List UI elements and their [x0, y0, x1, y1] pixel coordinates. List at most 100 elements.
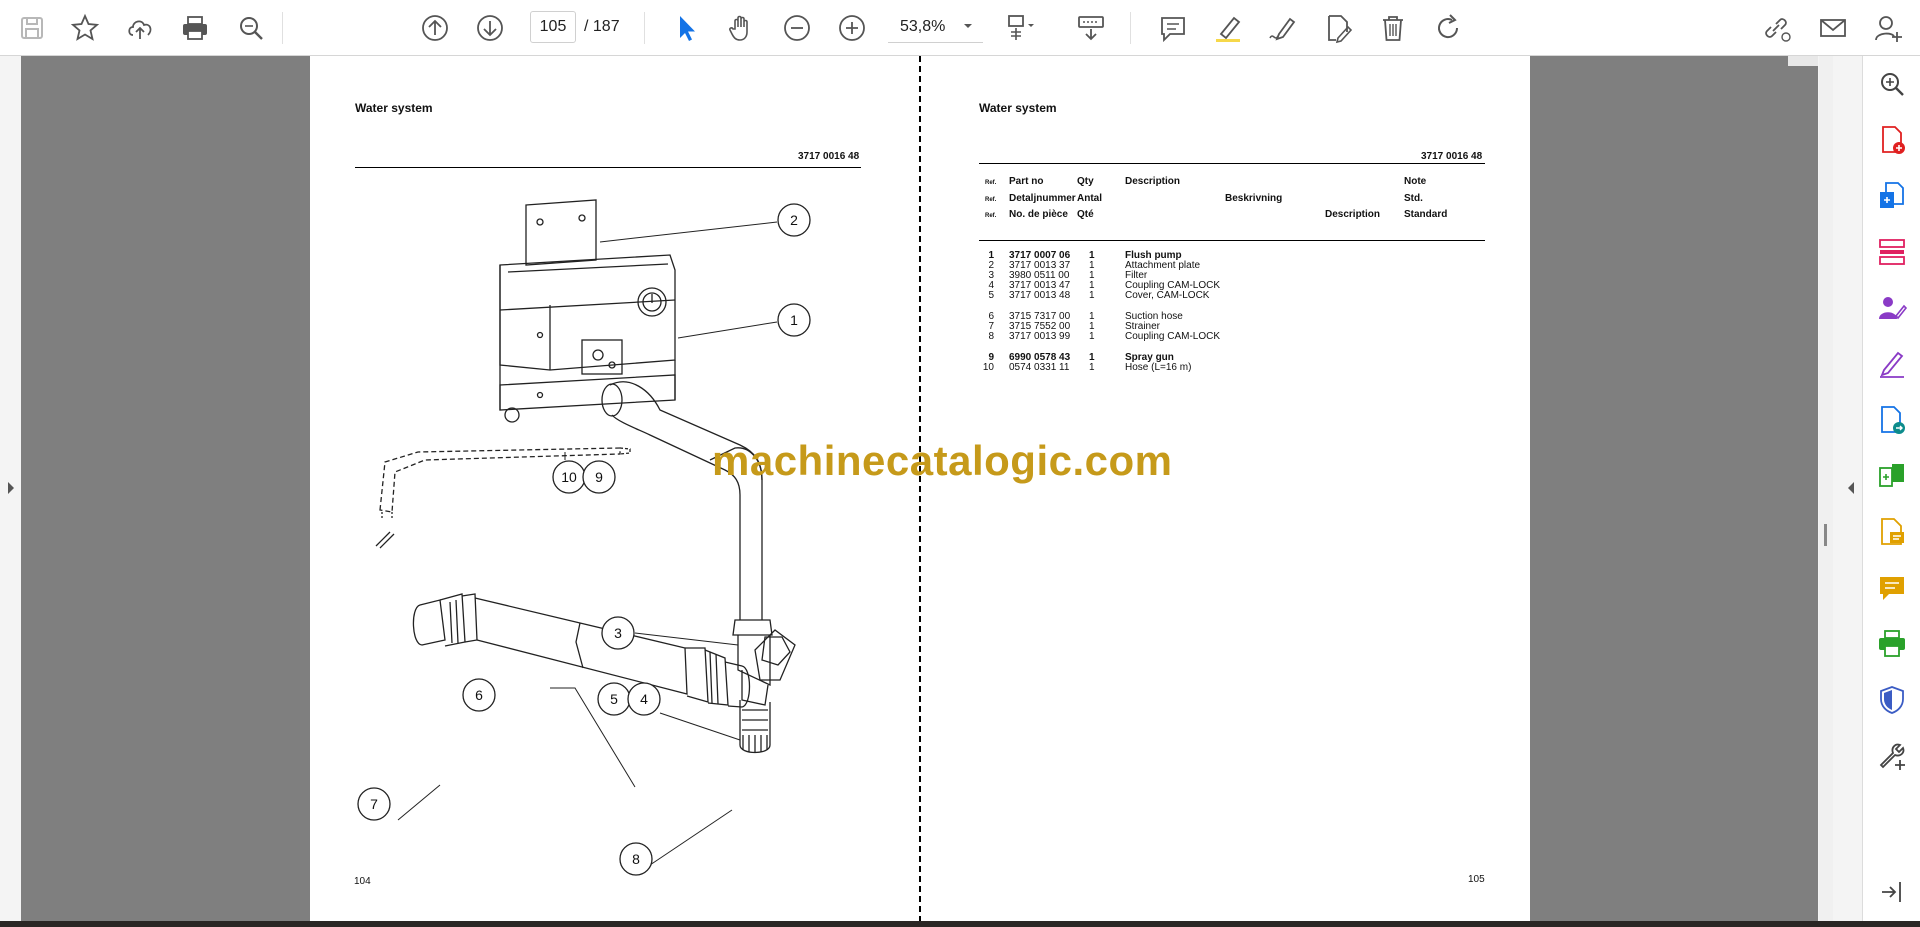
scroll-up-button[interactable] — [1788, 56, 1818, 66]
zoom-in-icon[interactable] — [834, 10, 870, 46]
header-ref: Ref. — [985, 197, 997, 203]
bottom-edge — [0, 921, 1920, 927]
compare-icon[interactable] — [1876, 460, 1908, 492]
page-divider — [919, 56, 921, 922]
flush-pump-shape — [499, 254, 676, 371]
left-page-title: Water system — [355, 101, 433, 115]
export-file-icon[interactable] — [1876, 404, 1908, 436]
header-part-no: Part no — [1009, 176, 1044, 187]
callout-8 — [619, 842, 653, 876]
callout-3 — [601, 616, 635, 650]
zoom-value: 53,8% — [900, 18, 946, 35]
fill-sign-icon[interactable] — [1320, 10, 1356, 46]
callout-1 — [777, 303, 811, 337]
collapse-panel-icon[interactable] — [1876, 876, 1908, 908]
suction-hose-shape — [412, 599, 446, 646]
header-description-fr: Description — [1325, 209, 1381, 220]
select-cursor-icon[interactable] — [668, 10, 704, 46]
more-tools-icon[interactable] — [1876, 740, 1908, 772]
cloud-upload-icon[interactable] — [122, 10, 158, 46]
save-icon[interactable] — [14, 10, 50, 46]
create-pdf-icon[interactable] — [1876, 180, 1908, 212]
arrow-down-circle-icon[interactable] — [472, 10, 508, 46]
spray-gun-shape — [379, 447, 621, 513]
zoom-dropdown[interactable]: 53,8% — [888, 11, 983, 43]
header-std: Std. — [1404, 193, 1423, 204]
callout-label: 4 — [640, 691, 648, 707]
scroll-mode-icon[interactable] — [1073, 10, 1109, 46]
star-icon[interactable] — [67, 10, 103, 46]
protect-icon[interactable] — [1876, 684, 1908, 716]
header-beskrivning: Beskrivning — [1225, 193, 1283, 204]
left-page-number: 104 — [354, 876, 371, 887]
suction-pipe-shape — [609, 381, 763, 620]
highlight-icon[interactable] — [1210, 10, 1246, 46]
zoom-search-icon[interactable] — [233, 10, 269, 46]
account-icon[interactable] — [1870, 10, 1906, 46]
print-icon[interactable] — [177, 10, 213, 46]
right-page-rule-top — [979, 163, 1485, 164]
vertical-scrollbar[interactable] — [1819, 56, 1833, 927]
scrollbar-thumb[interactable] — [1824, 524, 1827, 546]
request-signature-icon[interactable] — [1876, 292, 1908, 324]
export-pdf-icon[interactable] — [1876, 124, 1908, 156]
attachment-plate-shape — [525, 199, 597, 266]
left-page-code: 3717 0016 48 — [798, 151, 860, 162]
callout-4 — [627, 682, 661, 716]
organize-pages-icon[interactable] — [1876, 236, 1908, 268]
callout-label: 7 — [370, 796, 378, 812]
header-detaljnummer: Detaljnummer — [1009, 193, 1076, 204]
comment-icon[interactable] — [1155, 10, 1191, 46]
delete-icon[interactable] — [1375, 10, 1411, 46]
fill-sign-icon[interactable] — [1876, 348, 1908, 380]
rotate-icon[interactable] — [1430, 10, 1466, 46]
callout-2 — [777, 203, 811, 237]
right-page-number: 105 — [1468, 874, 1485, 885]
chevron-down-icon — [964, 24, 972, 28]
collapse-right-panel-icon[interactable] — [1846, 480, 1856, 496]
hand-icon[interactable] — [723, 10, 759, 46]
callout-label: 10 — [561, 469, 577, 485]
page-number-input[interactable] — [530, 11, 576, 43]
toolbar-separator — [282, 12, 283, 44]
toolbar-separator — [1130, 12, 1131, 44]
header-qty: Qty — [1077, 176, 1094, 187]
header-standard: Standard — [1404, 209, 1448, 220]
top-toolbar: / 187 53,8% — [0, 0, 1920, 56]
expand-left-panel-icon[interactable] — [6, 480, 16, 496]
toolbar-separator — [644, 12, 645, 44]
callout-label: 6 — [475, 687, 483, 703]
callout-6 — [462, 678, 496, 712]
arrow-up-circle-icon[interactable] — [417, 10, 453, 46]
zoom-search-icon[interactable] — [1876, 68, 1908, 100]
callout-label: 5 — [610, 691, 618, 707]
right-page-title: Water system — [979, 101, 1057, 115]
callout-label: 1 — [790, 312, 798, 328]
email-icon[interactable] — [1815, 10, 1851, 46]
share-link-icon[interactable] — [1758, 10, 1794, 46]
print-production-icon[interactable] — [1876, 628, 1908, 660]
callout-label: 8 — [632, 851, 640, 867]
callout-9 — [582, 460, 616, 494]
water-system-diagram: 2 1 3 5 4 10 9 6 7 8 — [357, 199, 811, 876]
scan-icon[interactable] — [1876, 516, 1908, 548]
fit-page-icon[interactable] — [1001, 10, 1037, 46]
draw-icon[interactable] — [1265, 10, 1301, 46]
header-qte: Qté — [1077, 209, 1094, 220]
left-page-rule — [355, 167, 861, 168]
header-ref: Ref. — [985, 213, 997, 219]
zoom-out-icon[interactable] — [779, 10, 815, 46]
callout-label: 3 — [614, 625, 622, 641]
comment-icon[interactable] — [1876, 572, 1908, 604]
header-no-de-piece: No. de pièce — [1009, 209, 1068, 220]
header-description: Description — [1125, 176, 1181, 187]
header-ref: Ref. — [985, 180, 997, 186]
